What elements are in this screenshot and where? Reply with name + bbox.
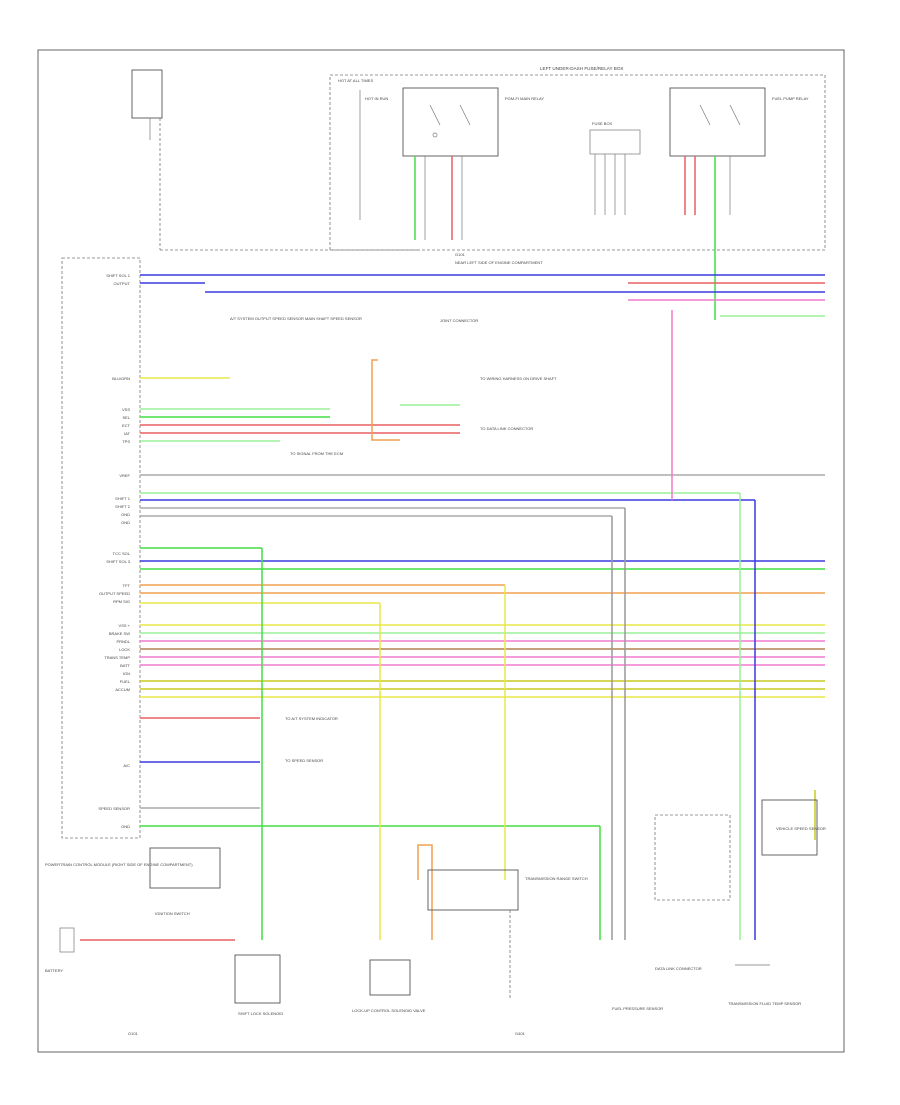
shift-lock-label: SHIFT LOCK SOLENOID bbox=[238, 1011, 283, 1016]
ignition-switch-box bbox=[149, 847, 221, 889]
hot-in-run-label: HOT IN RUN bbox=[365, 96, 388, 101]
joint-connector-label: JOINT CONNECTOR bbox=[440, 318, 478, 323]
note-b: TO SIGNAL FROM THE ECM bbox=[290, 451, 343, 456]
ecm-pin-label: OUTPUT bbox=[114, 281, 131, 286]
top-vertical-wires bbox=[359, 90, 731, 320]
orange-loop-wire bbox=[371, 359, 400, 441]
sensor-b-label: MAIN SHAFT SPEED SENSOR bbox=[305, 316, 362, 321]
junction-label: G101 bbox=[455, 252, 466, 257]
ecm-pin-label: RPM SIG bbox=[113, 599, 130, 604]
ecm-pin-label: SHIFT 2 bbox=[115, 504, 131, 509]
ecm-pin-label: A/C bbox=[123, 763, 130, 768]
ecm-pin-label: BLU/GRN bbox=[112, 376, 130, 381]
note-e: TO SPEED SENSOR bbox=[285, 758, 323, 763]
main-relay: PGM-FI MAIN RELAY bbox=[402, 87, 544, 157]
diagram-border bbox=[37, 49, 845, 1053]
trans-temp-label: TRANSMISSION FLUID TEMP SENSOR bbox=[728, 1001, 801, 1006]
junction-note: NEAR LEFT SIDE OF ENGINE COMPARTMENT bbox=[455, 260, 543, 265]
ecm-pin-label: VSS + bbox=[119, 623, 131, 628]
lock-up-box bbox=[369, 959, 411, 996]
ecm-box bbox=[61, 257, 141, 839]
hot-at-all-times-label: HOT AT ALL TIMES bbox=[338, 78, 373, 83]
ecm-pin-label: BRAKE SW bbox=[109, 631, 130, 636]
ecm-pin-label: TCC SOL bbox=[113, 551, 131, 556]
note-a: TO WIRING HARNESS ON DRIVE SHAFT bbox=[480, 376, 557, 381]
trans-range-box bbox=[427, 869, 519, 911]
fuel-pressure-label: FUEL PRESSURE SENSOR bbox=[612, 1006, 663, 1011]
ecm-title: POWERTRAIN CONTROL MODULE (RIGHT SIDE OF… bbox=[45, 862, 193, 867]
vertical-wires bbox=[261, 310, 816, 940]
horizontal-wires bbox=[140, 274, 825, 827]
ecm-pin-label: SHIFT SOL 1 bbox=[106, 273, 131, 278]
fuse-box: FUSE BOX bbox=[589, 121, 641, 155]
fuel-pump-relay: FUEL PUMP RELAY bbox=[669, 87, 809, 157]
dlc-label: DATA LINK CONNECTOR bbox=[655, 966, 702, 971]
ecm-pin-labels: SHIFT SOL 1 OUTPUT BLU/GRN VSS SEL ECT IAT TPS V… bbox=[98, 273, 130, 829]
ecm-pin-label: TRANS TEMP bbox=[104, 655, 130, 660]
ecm-pin-label: VREF bbox=[119, 473, 130, 478]
ecm-pin-label: FUEL bbox=[120, 679, 131, 684]
ecm-pin-label: ACCUM bbox=[115, 687, 130, 692]
main-relay-label: PGM-FI MAIN RELAY bbox=[505, 96, 544, 101]
ecm-pin-label: OUTPUT SPEED bbox=[99, 591, 130, 596]
shift-lock-box bbox=[234, 954, 281, 1004]
ecm-pin-label: ECT bbox=[122, 423, 131, 428]
bottom-components: IGNITION SWITCH BATTERY SHIFT LOCK SOLEN… bbox=[45, 799, 826, 1036]
ecm-pin-label: IGN bbox=[123, 671, 130, 676]
ecm-pin-label: TPS bbox=[122, 439, 130, 444]
ecm-pin-label: SHIFT 1 bbox=[115, 496, 131, 501]
ecm-pin-label: PRNDL bbox=[116, 639, 130, 644]
ecm-pin-label: BATT bbox=[120, 663, 130, 668]
ground-3-label: G401 bbox=[515, 1031, 526, 1036]
trans-range-label: TRANSMISSION RANGE SWITCH bbox=[525, 876, 588, 881]
ecm-pin-label: SHIFT SOL 3 bbox=[106, 559, 131, 564]
fuse-box-label: FUSE BOX bbox=[592, 121, 613, 126]
ground-1-label: G101 bbox=[128, 1031, 139, 1036]
ecm-pin-label: GND bbox=[121, 824, 130, 829]
fuel-pump-relay-label: FUEL PUMP RELAY bbox=[772, 96, 809, 101]
sensor-box-label: VEHICLE SPEED SENSOR bbox=[776, 826, 826, 831]
sensor-box bbox=[761, 799, 818, 856]
ecm-pin-label: VSS bbox=[122, 407, 130, 412]
ecm-pin-label: IAT bbox=[124, 431, 130, 436]
sensor-a-label: A/T SYSTEM OUTPUT SPEED SENSOR bbox=[230, 316, 304, 321]
underhood-box-label: LEFT UNDER-DASH FUSE/RELAY BOX bbox=[540, 66, 623, 71]
ecm-pin-label: SEL bbox=[122, 415, 130, 420]
ecm-pin-label: SPEED SENSOR bbox=[98, 806, 130, 811]
note-c: TO DATA LINK CONNECTOR bbox=[480, 426, 533, 431]
vss-box bbox=[654, 814, 731, 901]
ecm-pin-label: GND bbox=[121, 520, 130, 525]
ecm-pin-label: GND bbox=[121, 512, 130, 517]
lock-up-label: LOCK-UP CONTROL SOLENOID VALVE bbox=[352, 1008, 426, 1013]
battery-label: BATTERY bbox=[45, 968, 63, 973]
top-left-connector bbox=[131, 69, 420, 251]
ignition-switch-label: IGNITION SWITCH bbox=[155, 911, 190, 916]
underhood-box: LEFT UNDER-DASH FUSE/RELAY BOX bbox=[329, 66, 826, 251]
ecm-pin-label: LOCK bbox=[119, 647, 130, 652]
note-d: TO A/T SYSTEM INDICATOR bbox=[285, 716, 338, 721]
ecm-pin-label: TFT bbox=[123, 583, 131, 588]
